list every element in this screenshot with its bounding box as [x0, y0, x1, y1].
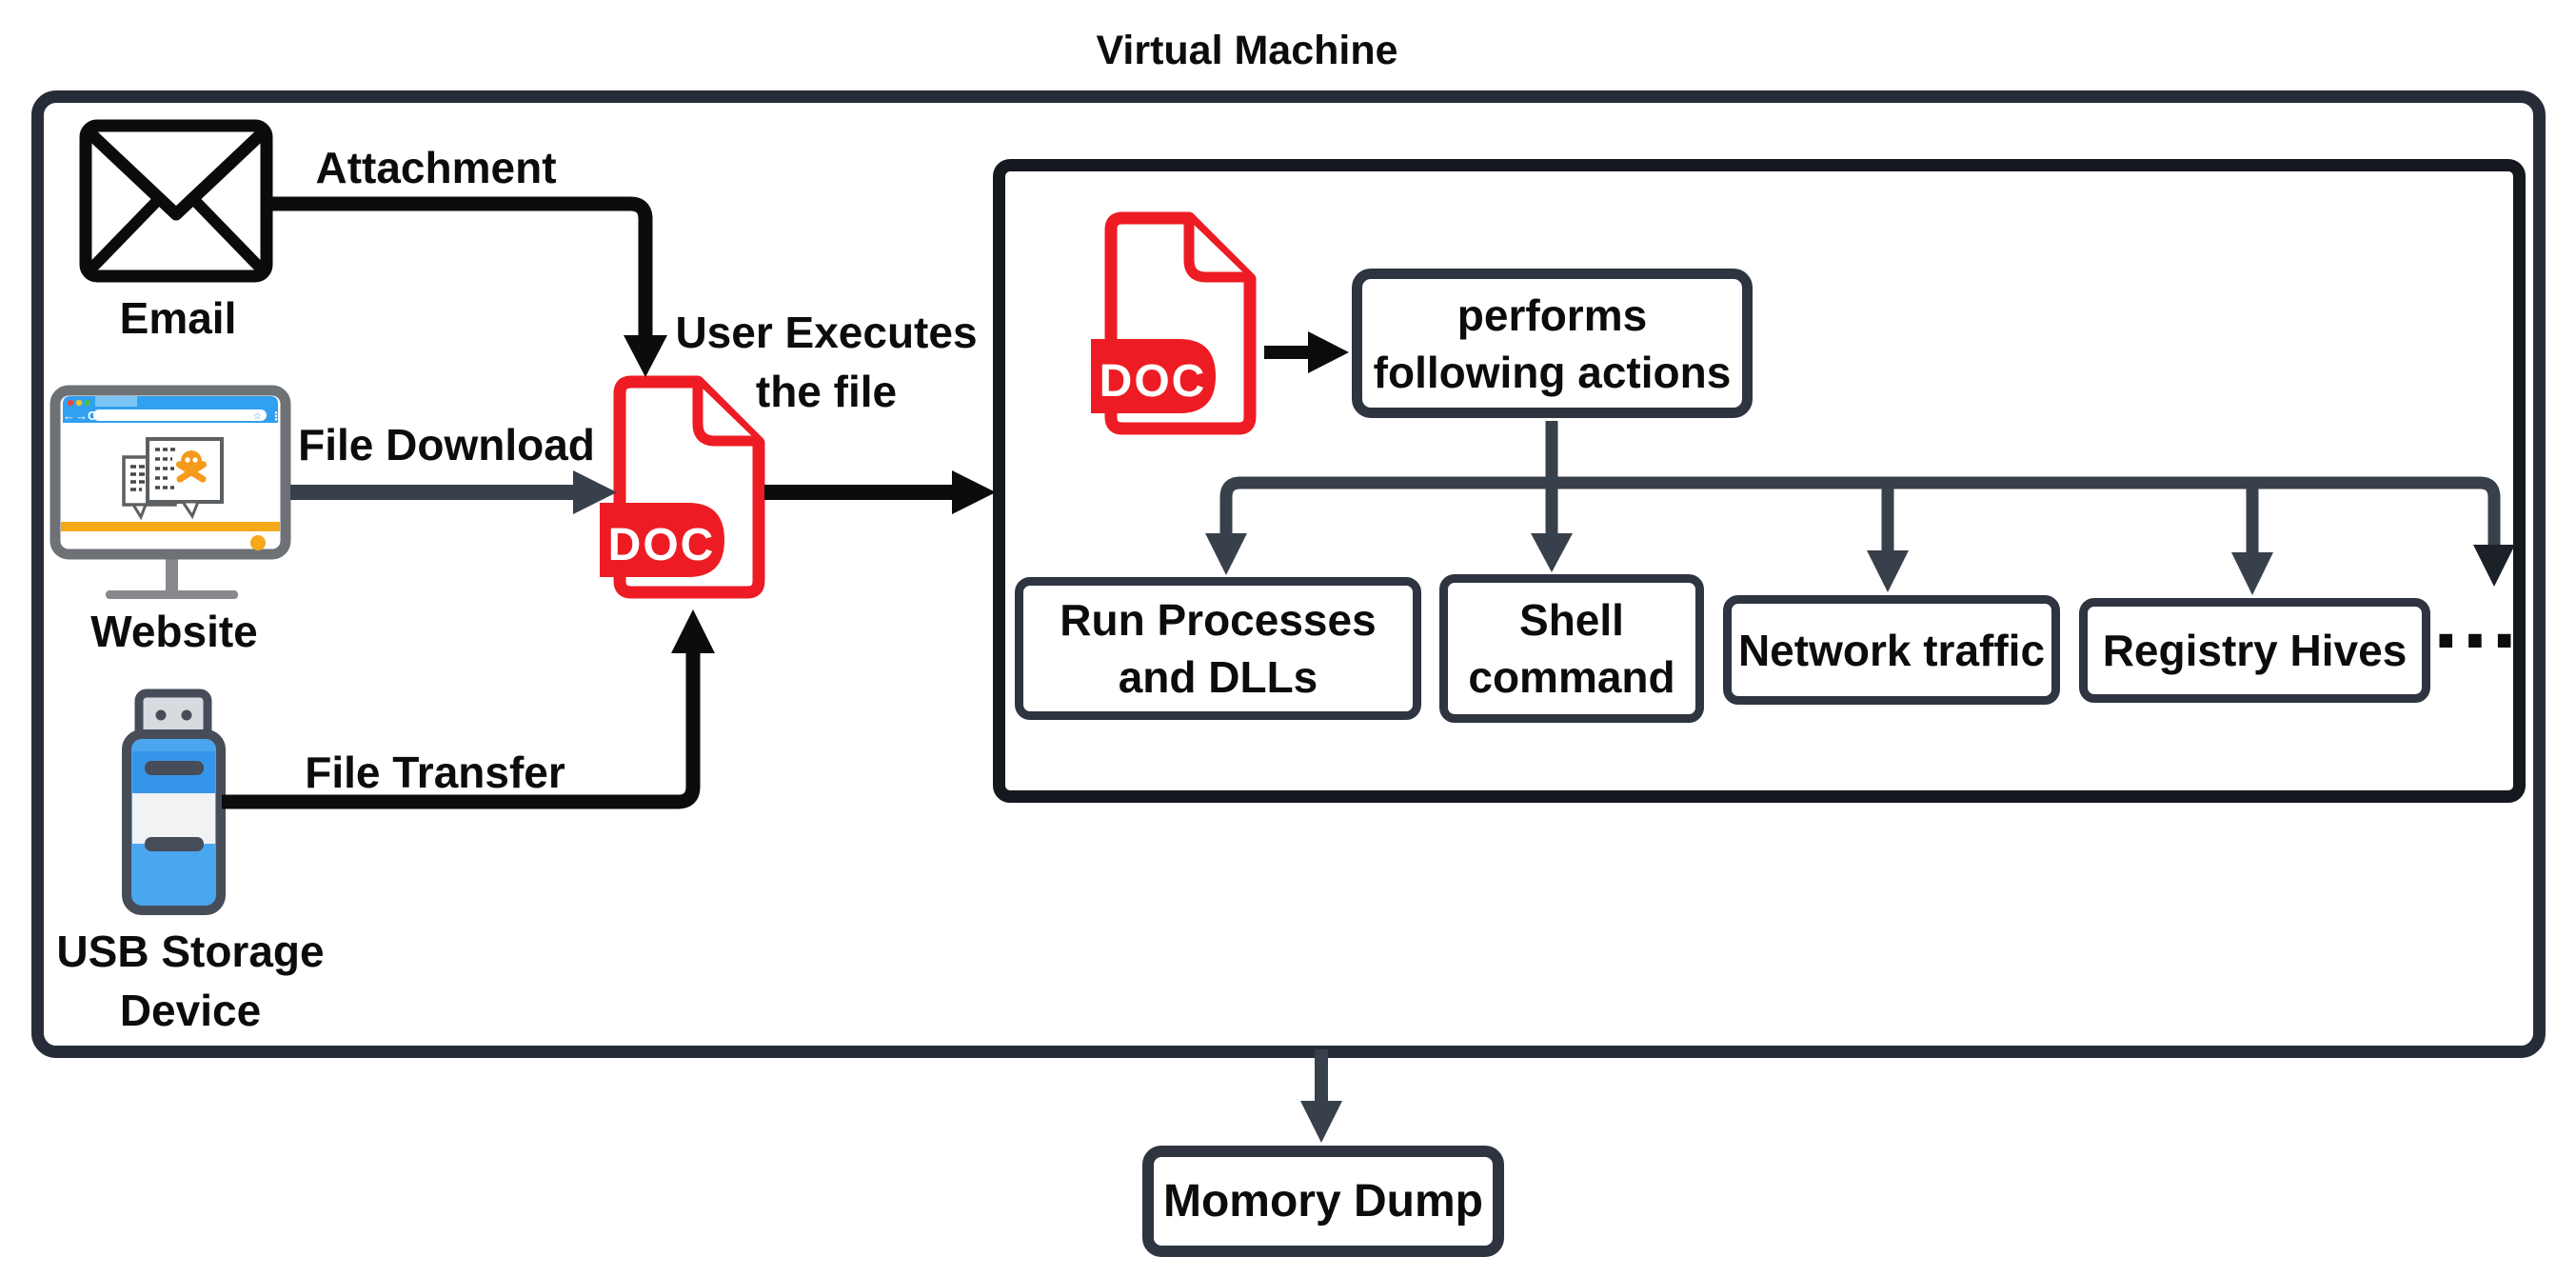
action-shell-command-box: Shell command — [1439, 574, 1704, 723]
file-transfer-arrow-label: File Transfer — [305, 748, 565, 797]
performs-actions-box: performs following actions — [1352, 269, 1753, 418]
more-actions-ellipsis: ... — [2433, 566, 2522, 668]
usb-storage-device-label: USB Storage Device — [56, 927, 325, 1035]
memory-dump-box: Momory Dump — [1142, 1146, 1504, 1257]
file-download-arrow-label: File Download — [298, 420, 595, 469]
memory-dump-arrow — [1300, 1049, 1342, 1143]
user-executes-caption: User Executes the file — [675, 308, 978, 416]
virtual-machine-box — [31, 90, 2546, 1058]
action-run-processes-box: Run Processes and DLLs — [1015, 577, 1421, 720]
attachment-arrow-label: Attachment — [315, 143, 557, 192]
sandbox-analysis-box — [993, 159, 2526, 803]
website-label: Website — [90, 607, 258, 656]
email-label: Email — [119, 293, 237, 343]
action-registry-hives-box: Registry Hives — [2079, 598, 2430, 703]
virtual-machine-title: Virtual Machine — [1096, 28, 1398, 73]
action-network-traffic-box: Network traffic — [1723, 595, 2060, 705]
